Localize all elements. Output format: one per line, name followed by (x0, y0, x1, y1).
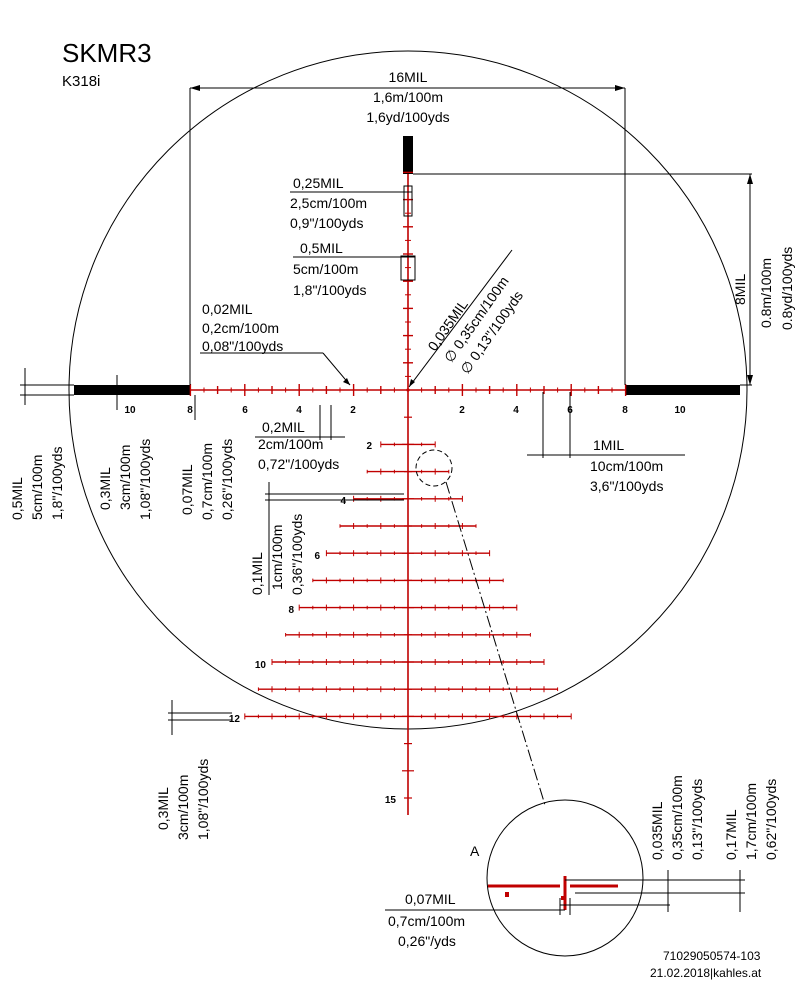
dim-detail-017: 0,17MIL 1,7cm/100m 0,62"/100yds (723, 779, 779, 860)
svg-text:0,5MIL: 0,5MIL (300, 240, 343, 256)
dim-dot: 0,035MIL ∅ 0,35cm/100m ∅ 0,13"/100yds (408, 249, 526, 388)
svg-text:3cm/100m: 3cm/100m (175, 775, 191, 840)
footer-date-site: 21.02.2018|kahles.at (650, 966, 762, 980)
svg-text:1,6m/100m: 1,6m/100m (373, 89, 443, 105)
h-num: 10 (674, 405, 686, 416)
h-num: 2 (459, 405, 465, 416)
left-post (74, 385, 190, 395)
svg-text:0,1MIL: 0,1MIL (249, 552, 265, 595)
svg-text:0,36"/100yds: 0,36"/100yds (289, 514, 305, 595)
dim-left-03: 0,3MIL 3cm/100m 1,08"/100yds (97, 375, 153, 520)
svg-text:2cm/100m: 2cm/100m (258, 436, 323, 452)
svg-text:5cm/100m: 5cm/100m (293, 261, 358, 277)
svg-text:0,2cm/100m: 0,2cm/100m (202, 320, 279, 336)
v-num: 10 (255, 660, 267, 671)
stadia-lines (244, 441, 572, 720)
svg-text:1,7cm/100m: 1,7cm/100m (743, 783, 759, 860)
center-dot (406, 388, 410, 392)
dim-hash-02: 0,2MIL 2cm/100m 0,72"/100yds (255, 405, 345, 472)
detail-callout: A (385, 449, 745, 957)
svg-text:0,5MIL: 0,5MIL (9, 477, 25, 520)
svg-text:16MIL: 16MIL (389, 69, 428, 85)
dim-post-top: 0,25MIL 2,5cm/100m 0,9"/100yds (290, 175, 413, 231)
svg-text:3cm/100m: 3cm/100m (117, 445, 133, 510)
dim-left-05: 0,5MIL 5cm/100m 1,8"/100yds (9, 368, 74, 520)
detail-label: A (470, 843, 480, 859)
dim-left-007: 0,07MIL 0,7cm/100m 0,26"/100yds (179, 395, 235, 520)
svg-text:3,6"/100yds: 3,6"/100yds (590, 478, 663, 494)
svg-text:0,7cm/100m: 0,7cm/100m (388, 913, 465, 929)
svg-text:0,3MIL: 0,3MIL (97, 467, 113, 510)
dim-one-mil: 1MIL 10cm/100m 3,6"/100yds (527, 392, 685, 494)
footer-code: 71029050574-103 (663, 949, 761, 963)
v-num: 2 (366, 441, 372, 452)
horizontal-numbers: 10 8 6 4 2 2 4 6 8 10 (124, 405, 686, 416)
h-num: 6 (242, 405, 248, 416)
svg-text:0,07MIL: 0,07MIL (179, 464, 195, 515)
dim-detail-0035: 0,035MIL 0,35cm/100m 0,13"/100yds (649, 775, 705, 860)
right-post (625, 385, 740, 395)
svg-text:0,72"/100yds: 0,72"/100yds (258, 456, 339, 472)
svg-text:8MIL: 8MIL (732, 274, 748, 305)
svg-text:1,08"/100yds: 1,08"/100yds (137, 439, 153, 520)
horizontal-ticks (189, 384, 627, 396)
svg-text:1,6yd/100yds: 1,6yd/100yds (366, 109, 449, 125)
h-num: 2 (350, 405, 356, 416)
svg-text:0.8m/100m: 0.8m/100m (758, 258, 774, 328)
vertical-numbers: 2 4 6 8 10 12 15 (229, 441, 397, 806)
svg-text:0,3MIL: 0,3MIL (155, 787, 171, 830)
h-num: 8 (622, 405, 628, 416)
svg-text:0,08"/100yds: 0,08"/100yds (202, 338, 283, 354)
top-post (403, 136, 413, 174)
dim-hash-small: 0,02MIL 0,2cm/100m 0,08"/100yds (200, 301, 351, 386)
dim-detail-007: 0,07MIL 0,7cm/100m 0,26"/yds (388, 891, 465, 949)
svg-text:0,26"/100yds: 0,26"/100yds (219, 439, 235, 520)
v-num: 6 (314, 551, 320, 562)
dim-16mil: 16MIL 1,6m/100m 1,6yd/100yds (189, 69, 626, 385)
v-num: 8 (288, 605, 294, 616)
svg-text:1MIL: 1MIL (593, 437, 624, 453)
svg-text:2,5cm/100m: 2,5cm/100m (290, 195, 367, 211)
svg-text:10cm/100m: 10cm/100m (590, 458, 663, 474)
svg-text:1,08"/100yds: 1,08"/100yds (195, 759, 211, 840)
h-num: 4 (296, 405, 302, 416)
h-num: 8 (187, 405, 193, 416)
svg-text:0,62"/100yds: 0,62"/100yds (763, 779, 779, 860)
page-title: SKMR3 (62, 38, 152, 68)
svg-text:0.8yd/100yds: 0.8yd/100yds (779, 247, 795, 330)
svg-text:0,035MIL: 0,035MIL (649, 801, 665, 860)
svg-text:5cm/100m: 5cm/100m (29, 455, 45, 520)
svg-text:0,9"/100yds: 0,9"/100yds (290, 215, 363, 231)
svg-text:0,7cm/100m: 0,7cm/100m (199, 443, 215, 520)
v-num: 4 (340, 496, 346, 507)
svg-text:0,35cm/100m: 0,35cm/100m (669, 775, 685, 860)
page-subtitle: K318i (62, 73, 100, 90)
svg-text:0,07MIL: 0,07MIL (405, 891, 456, 907)
svg-text:0,26"/yds: 0,26"/yds (398, 933, 456, 949)
dim-left-01: 0,1MIL 1cm/100m 0,36"/100yds (249, 482, 404, 595)
dim-post-bar: 0,5MIL 5cm/100m 1,8"/100yds (293, 240, 416, 298)
svg-text:1cm/100m: 1cm/100m (269, 525, 285, 590)
svg-text:1,8"/100yds: 1,8"/100yds (49, 447, 65, 520)
svg-text:0,13"/100yds: 0,13"/100yds (689, 779, 705, 860)
dim-8mil: 8MIL 0.8m/100m 0.8yd/100yds (413, 173, 795, 386)
h-num: 10 (124, 405, 136, 416)
svg-text:0,17MIL: 0,17MIL (723, 809, 739, 860)
svg-text:0,25MIL: 0,25MIL (293, 175, 344, 191)
h-num: 4 (513, 405, 519, 416)
svg-text:0,2MIL: 0,2MIL (262, 419, 305, 435)
svg-text:1,8"/100yds: 1,8"/100yds (293, 282, 366, 298)
svg-text:0,02MIL: 0,02MIL (202, 301, 253, 317)
v-num: 12 (229, 714, 241, 725)
v-num: 15 (385, 795, 397, 806)
dim-bottom-03: 0,3MIL 3cm/100m 1,08"/100yds (155, 700, 232, 840)
